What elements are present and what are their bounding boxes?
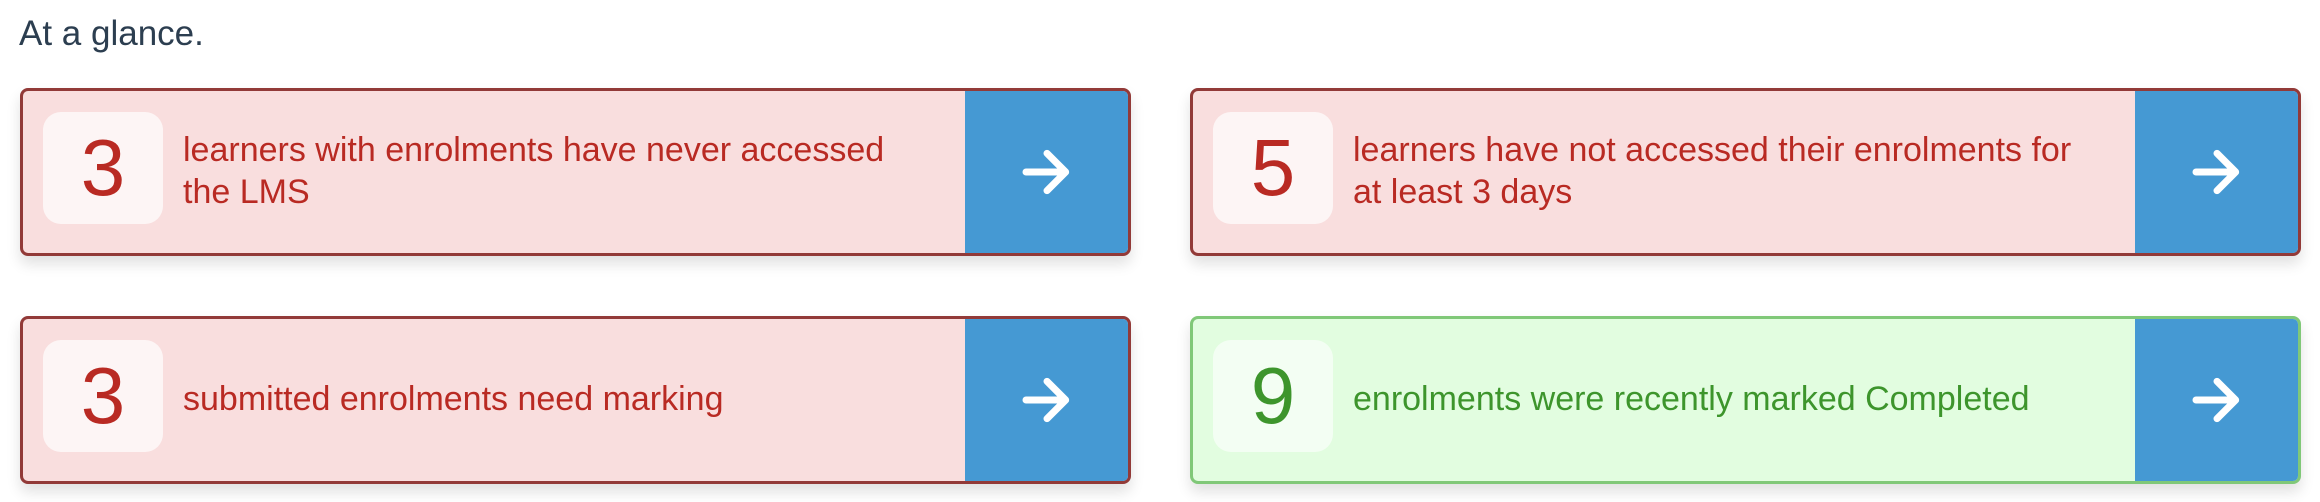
view-never-accessed-button[interactable] [965, 91, 1128, 253]
arrow-right-icon [1022, 377, 1069, 423]
card-message: submitted enrolments need marking [183, 379, 724, 418]
summary-cards-grid: 3 learners with enrolments have never ac… [20, 88, 2301, 484]
count-badge: 3 [43, 340, 163, 452]
card-message: learners have not accessed their enrolme… [1353, 130, 2072, 211]
count-badge: 5 [1213, 112, 1333, 224]
page-title: At a glance. [19, 14, 204, 53]
count-badge: 3 [43, 112, 163, 224]
view-need-marking-button[interactable] [965, 319, 1128, 481]
card-never-accessed: 3 learners with enrolments have never ac… [20, 88, 1131, 256]
view-completed-button[interactable] [2135, 319, 2298, 481]
count-badge: 9 [1213, 340, 1333, 452]
card-message: learners with enrolments have never acce… [183, 130, 885, 211]
card-need-marking: 3 submitted enrolments need marking [20, 316, 1131, 484]
arrow-right-icon [1022, 149, 1069, 195]
card-inactive-3-days: 5 learners have not accessed their enrol… [1190, 88, 2301, 256]
arrow-right-icon [2192, 377, 2239, 423]
view-inactive-learners-button[interactable] [2135, 91, 2298, 253]
card-recently-completed: 9 enrolments were recently marked Comple… [1190, 316, 2301, 484]
arrow-right-icon [2192, 149, 2239, 195]
card-message: enrolments were recently marked Complete… [1353, 379, 2030, 418]
